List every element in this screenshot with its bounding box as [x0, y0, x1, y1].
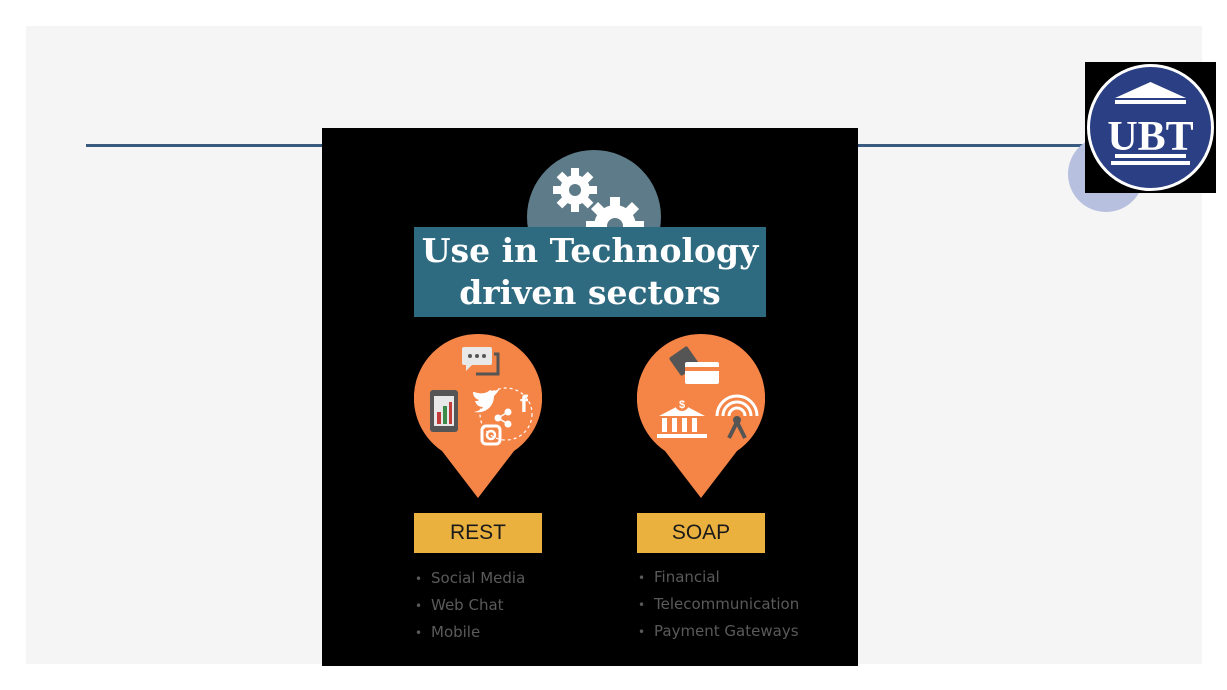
- twitter-icon: [473, 388, 500, 413]
- title-line-2: driven sectors: [459, 273, 721, 312]
- soap-label: SOAP: [637, 513, 765, 553]
- ubt-logo-icon: UBT: [1087, 64, 1214, 191]
- soap-item-label: Financial: [654, 568, 720, 586]
- rest-label: REST: [414, 513, 542, 553]
- rest-item-label: Social Media: [431, 569, 526, 587]
- share-icon: [494, 408, 512, 428]
- soap-item-label: Telecommunication: [654, 595, 800, 613]
- ubt-logo: UBT: [1085, 62, 1216, 193]
- list-item: •Payment Gateways: [638, 622, 799, 640]
- svg-text:UBT: UBT: [1107, 114, 1193, 160]
- svg-text:$: $: [679, 399, 685, 411]
- soap-pin: $: [637, 334, 765, 498]
- list-item: •Mobile: [415, 623, 481, 641]
- facebook-icon: f: [520, 391, 529, 418]
- list-item: •Financial: [638, 568, 720, 586]
- instagram-icon: [480, 424, 502, 446]
- infographic-title: Use in Technology driven sectors: [422, 230, 759, 314]
- bank-icon: $: [657, 397, 707, 438]
- slide: UBT: [26, 26, 1216, 666]
- rest-bullet-list: •Social Media •Web Chat •Mobile: [415, 565, 525, 646]
- rest-item-label: Web Chat: [431, 596, 504, 614]
- chat-icon: [462, 347, 500, 376]
- rest-item-label: Mobile: [431, 623, 481, 641]
- antenna-icon: [715, 394, 759, 439]
- soap-item-label: Payment Gateways: [654, 622, 799, 640]
- soap-bullet-list: •Financial •Telecommunication •Payment G…: [638, 564, 799, 645]
- gears-icon: [553, 168, 644, 247]
- list-item: •Web Chat: [415, 596, 504, 614]
- list-item: •Telecommunication: [638, 595, 800, 613]
- phone-chart-icon: [430, 390, 458, 432]
- infographic: Use in Technology driven sectors: [322, 128, 858, 666]
- title-banner: Use in Technology driven sectors: [414, 227, 766, 317]
- rest-pin: f: [414, 334, 542, 498]
- card-icon: [669, 346, 719, 384]
- list-item: •Social Media: [415, 569, 526, 587]
- title-line-1: Use in Technology: [421, 231, 759, 270]
